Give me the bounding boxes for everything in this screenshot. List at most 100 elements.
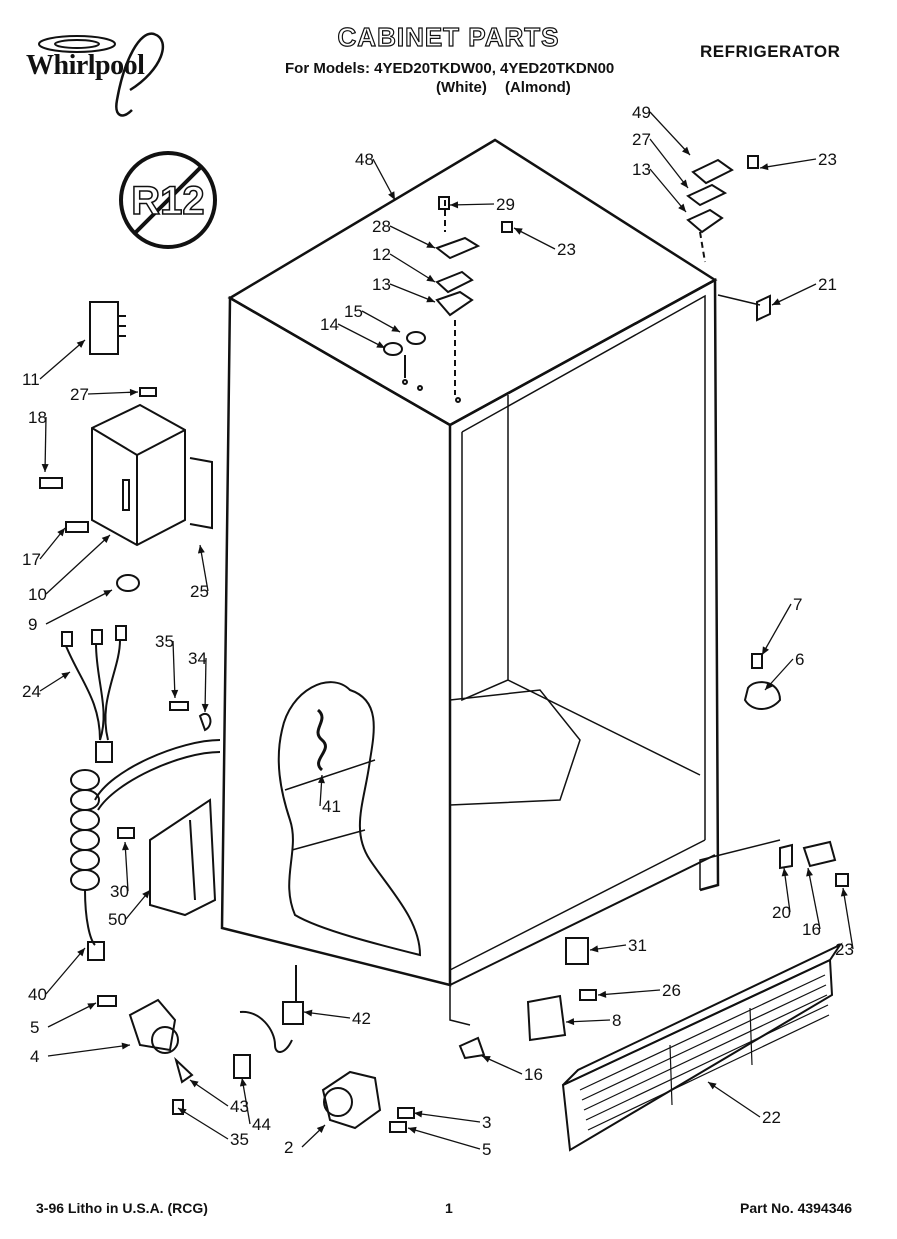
leader-line xyxy=(761,603,792,656)
callout-label: 50 xyxy=(108,910,127,929)
leader-line xyxy=(45,589,113,625)
footer-litho: 3-96 Litho in U.S.A. (RCG) xyxy=(36,1200,208,1216)
leader-arrow xyxy=(376,341,385,348)
callout-23: 23 xyxy=(513,227,576,259)
callout-label: 9 xyxy=(28,615,37,634)
leader-arrow xyxy=(708,1082,717,1090)
callout-2: 2 xyxy=(284,1124,326,1157)
callout-27: 27 xyxy=(70,385,139,404)
callout-label: 35 xyxy=(230,1130,249,1149)
callout-label: 8 xyxy=(612,1011,621,1030)
leader-arrow xyxy=(772,298,781,305)
callout-label: 27 xyxy=(70,385,89,404)
control-box-assembly xyxy=(39,301,213,592)
leader-line xyxy=(649,138,689,189)
callout-label: 5 xyxy=(482,1140,491,1159)
callout-label: 34 xyxy=(188,649,207,668)
callout-label: 18 xyxy=(28,408,47,427)
leader-arrow xyxy=(304,1009,313,1017)
leader-arrow xyxy=(765,681,773,690)
leader-arrow xyxy=(806,868,813,877)
drain-coil xyxy=(316,708,327,772)
callout-label: 12 xyxy=(372,245,391,264)
callout-24: 24 xyxy=(22,671,71,701)
callout-25: 25 xyxy=(190,544,209,601)
leader-arrow xyxy=(840,888,848,897)
leader-line xyxy=(407,1127,481,1150)
leader-arrow xyxy=(101,535,110,543)
callout-6: 6 xyxy=(764,650,804,691)
callout-35: 35 xyxy=(177,1107,249,1149)
callout-20: 20 xyxy=(772,867,791,922)
callout-label: 44 xyxy=(252,1115,271,1134)
callout-31: 31 xyxy=(589,936,647,955)
leader-line xyxy=(45,947,86,995)
callout-label: 30 xyxy=(110,882,129,901)
leader-line xyxy=(842,887,854,950)
callout-label: 22 xyxy=(762,1108,781,1127)
leader-arrow xyxy=(482,1056,491,1063)
roller-assembly xyxy=(321,1070,415,1133)
leader-line xyxy=(389,253,436,283)
leader-arrow xyxy=(316,1125,325,1134)
callout-16: 16 xyxy=(481,1055,543,1084)
leader-line xyxy=(389,283,436,303)
leader-arrow xyxy=(41,463,49,472)
leader-arrow xyxy=(61,672,70,680)
callout-label: 40 xyxy=(28,985,47,1004)
right-bottom-parts xyxy=(458,653,849,1060)
callout-4: 4 xyxy=(30,1042,131,1066)
badge-text: R12 xyxy=(131,179,204,223)
callout-35: 35 xyxy=(155,632,179,699)
callout-9: 9 xyxy=(28,589,113,634)
leader-line xyxy=(124,841,129,892)
document-type: REFRIGERATOR xyxy=(700,42,841,61)
callout-29: 29 xyxy=(449,195,515,214)
leader-arrow xyxy=(426,241,435,248)
leader-arrow xyxy=(178,1108,187,1116)
callout-label: 6 xyxy=(795,650,804,669)
leader-arrow xyxy=(408,1126,417,1134)
callout-label: 42 xyxy=(352,1009,371,1028)
leader-arrow xyxy=(680,179,688,188)
callout-label: 10 xyxy=(28,585,47,604)
leader-arrow xyxy=(76,340,85,348)
callout-5: 5 xyxy=(407,1126,491,1159)
leveling-parts-left xyxy=(97,965,304,1115)
callout-label: 43 xyxy=(230,1097,249,1116)
callout-13: 13 xyxy=(372,275,436,303)
callout-label: 5 xyxy=(30,1018,39,1037)
leader-arrow xyxy=(239,1078,247,1087)
leader-arrow xyxy=(197,545,205,554)
leader-arrow xyxy=(762,646,769,655)
page-title: CABINET PARTS xyxy=(337,21,560,52)
leader-arrow xyxy=(426,274,435,282)
leader-arrow xyxy=(57,528,65,537)
leader-line xyxy=(44,416,47,473)
callout-label: 15 xyxy=(344,302,363,321)
callout-28: 28 xyxy=(372,217,436,249)
leader-line xyxy=(177,1107,229,1140)
callout-label: 20 xyxy=(772,903,791,922)
leader-arrow xyxy=(590,945,599,953)
cabinet-body xyxy=(220,138,781,1026)
r12-badge-icon: R12 xyxy=(119,151,217,249)
leader-arrow xyxy=(781,868,789,877)
leader-arrow xyxy=(391,325,400,332)
power-cord xyxy=(70,739,221,961)
leader-line xyxy=(204,657,207,713)
leader-arrow xyxy=(760,163,769,171)
leader-arrow xyxy=(566,1018,575,1026)
leader-arrow xyxy=(681,146,690,155)
callout-12: 12 xyxy=(372,245,436,283)
callout-16: 16 xyxy=(802,867,821,939)
leader-line xyxy=(707,1081,761,1118)
callout-30: 30 xyxy=(110,841,129,901)
callout-label: 4 xyxy=(30,1047,39,1066)
leader-line xyxy=(649,168,687,213)
callout-label: 41 xyxy=(322,797,341,816)
leader-arrow xyxy=(121,842,129,851)
callout-10: 10 xyxy=(28,534,111,604)
leader-arrow xyxy=(190,1080,199,1088)
callout-label: 17 xyxy=(22,550,41,569)
